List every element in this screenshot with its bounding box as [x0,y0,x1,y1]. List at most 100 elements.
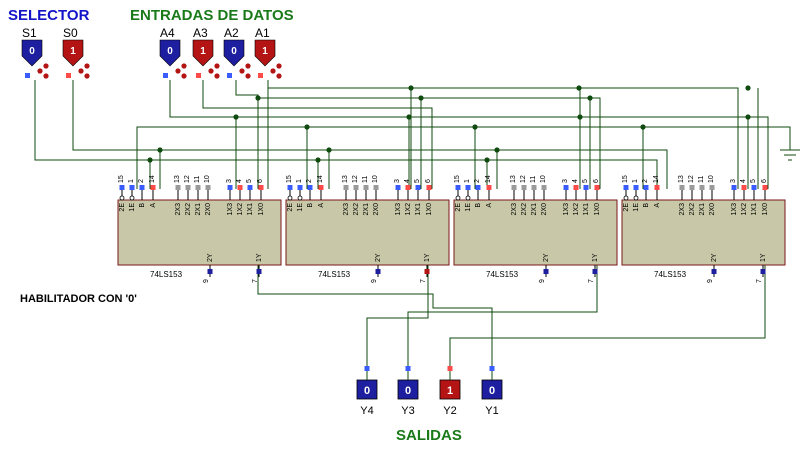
data-input-switch-a3[interactable]: A31 [192,26,221,80]
pin-number: 13 [678,175,685,183]
switch-toggle-knob[interactable] [244,62,252,70]
pin-name: B [139,203,146,208]
switch-toggle-knob[interactable] [275,62,283,70]
switch-state-indicator [163,73,168,78]
selector-switch-s0[interactable]: S01 [62,26,91,80]
pin-number: 11 [194,176,201,183]
logic-switch-body[interactable] [254,39,276,67]
switch-toggle-knob[interactable] [36,67,44,75]
chip-body [117,199,282,266]
active-low-bubble [633,195,639,201]
pin-name: 1X1 [751,203,758,216]
output-state-indicator [592,269,598,274]
pin-number: 14 [317,175,324,183]
pin-number: 3 [394,179,401,183]
pin-number: 10 [204,175,211,183]
pin-state-indicator [227,185,233,190]
pin-name: 1X0 [258,203,265,216]
pin-name: 2X3 [175,203,182,216]
output-state-indicator [711,269,717,274]
pin-number: 13 [510,175,517,183]
pin-state-indicator [699,185,705,190]
pin-name: B [307,203,314,208]
pin-name: 1X3 [227,203,234,216]
pin-state-indicator [343,185,349,190]
switch-toggle-knob[interactable] [207,67,215,75]
switch-toggle-knob[interactable] [42,72,50,80]
logic-switch-body[interactable] [223,39,245,67]
data-input-switch-a1[interactable]: A11 [254,26,283,80]
switch-toggle-knob[interactable] [83,62,91,70]
pin-number: 6 [593,179,600,183]
pin-state-indicator [573,185,579,190]
pin-name: 2X2 [353,203,360,216]
switch-toggle-knob[interactable] [213,72,221,80]
logic-switch-body[interactable] [159,39,181,67]
pin-state-indicator [689,185,695,190]
pin-name: 1X2 [573,203,580,216]
pin-state-indicator [185,185,191,190]
mux-chip: 152E11E2B14A132X3122X2112X1102X031X341X2… [285,175,450,283]
probe-state-indicator [447,366,453,371]
logic-switch-body[interactable] [192,39,214,67]
output-name: 2Y [207,253,214,262]
switch-toggle-knob[interactable] [42,62,50,70]
junction-dot [587,95,593,101]
pin-state-indicator [373,185,379,190]
pin-name: A [318,203,325,208]
pin-name: 2E [287,203,294,212]
pin-name: 2E [455,203,462,212]
switch-value: 1 [200,46,206,57]
active-low-bubble [119,195,125,201]
pin-name: 1X2 [741,203,748,216]
pin-name: 1X0 [762,203,769,216]
junction-dot [472,124,478,130]
pin-number: 1 [632,179,639,183]
junction-dot [326,147,332,153]
switch-toggle-knob[interactable] [275,72,283,80]
wire-enable-bus [136,126,791,189]
wire-a2-bus [235,80,259,189]
logic-switch-body[interactable] [21,39,43,67]
pin-state-indicator [486,185,492,190]
junction-dot [147,157,153,163]
mux-chip: 152E11E2B14A132X3122X2112X1102X031X341X2… [621,175,786,283]
data-input-switch-a2[interactable]: A20 [223,26,252,80]
pin-state-indicator [511,185,517,190]
output-state-indicator [256,269,262,274]
pin-state-indicator [353,185,359,190]
probe-label: Y2 [443,405,456,417]
junction-dot [418,95,424,101]
logic-switch-body[interactable] [62,39,84,67]
switch-toggle-knob[interactable] [213,62,221,70]
pin-name: 1E [129,203,136,212]
switch-toggle-knob[interactable] [174,67,182,75]
output-pin-number: 7 [588,279,595,283]
switch-toggle-knob[interactable] [244,72,252,80]
switch-toggle-knob[interactable] [238,67,246,75]
chip-part-label: 74LS153 [318,270,351,279]
probe-label: Y1 [485,405,498,417]
pin-state-indicator [237,185,243,190]
switch-toggle-knob[interactable] [83,72,91,80]
switch-toggle-knob[interactable] [180,72,188,80]
pin-name: 1X0 [426,203,433,216]
pin-name: 2X3 [511,203,518,216]
switch-toggle-knob[interactable] [269,67,277,75]
pin-number: 13 [174,175,181,183]
pin-number: 3 [562,179,569,183]
switch-toggle-knob[interactable] [180,62,188,70]
switch-toggle-knob[interactable] [77,67,85,75]
pin-number: 10 [540,175,547,183]
mux-chip: 152E11E2B14A132X3122X2112X1102X031X341X2… [117,175,282,283]
data-input-switch-a4[interactable]: A40 [159,26,188,80]
pin-number: 13 [342,175,349,183]
pin-number: 5 [582,179,589,183]
pin-state-indicator [709,185,715,190]
output-state-indicator [375,269,381,274]
pin-state-indicator [287,185,293,190]
pin-number: 15 [454,175,461,183]
junction-dot [576,85,582,91]
selector-switch-s1[interactable]: S10 [21,26,50,80]
output-pin-number: 7 [252,279,259,283]
